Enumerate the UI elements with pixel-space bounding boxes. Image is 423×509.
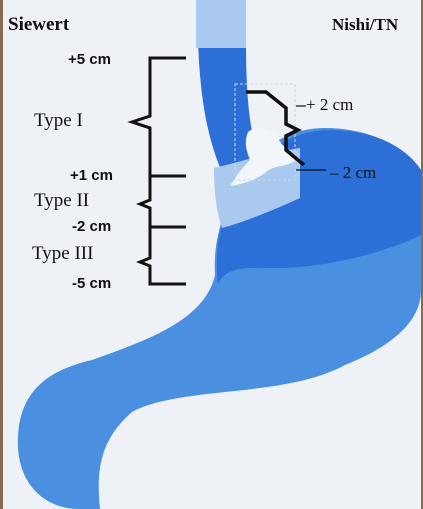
tick-plus-5: +5 cm — [68, 51, 111, 68]
tick-minus-2: -2 cm — [72, 218, 111, 235]
label-type-iii: Type III — [32, 243, 93, 264]
heading-siewert: Siewert — [8, 14, 70, 35]
label-type-ii: Type II — [34, 190, 89, 211]
nishi-lower-label: – 2 cm — [329, 163, 376, 182]
nishi-upper-label: + 2 cm — [306, 95, 353, 114]
tick-plus-1: +1 cm — [70, 167, 113, 184]
tick-minus-5: -5 cm — [72, 275, 111, 292]
label-type-i: Type I — [34, 110, 83, 131]
esophagus-top-segment — [196, 0, 246, 48]
heading-nishi: Nishi/TN — [332, 15, 399, 34]
